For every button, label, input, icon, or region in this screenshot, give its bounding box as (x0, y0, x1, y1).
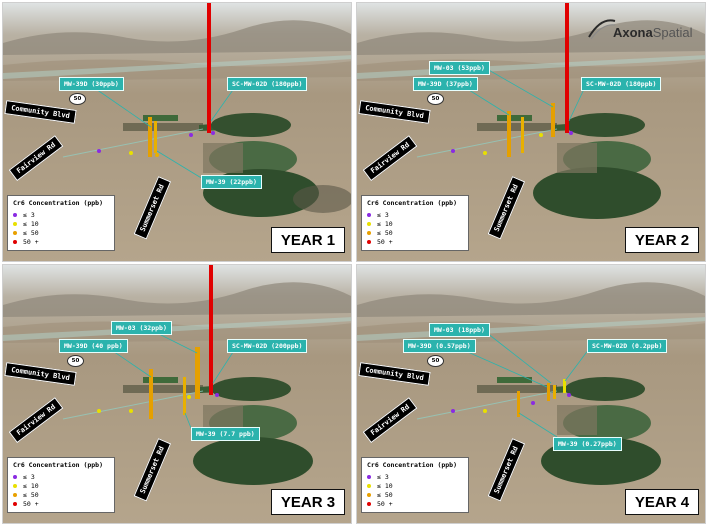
marker-50: 50 (67, 355, 84, 367)
legend: Cr6 Concentration (ppb) ≤ 3 ≤ 10 ≤ 50 50… (361, 195, 469, 251)
legend: Cr6 Concentration (ppb) ≤ 3 ≤ 10 ≤ 50 50… (7, 457, 115, 513)
legend-dot (13, 483, 17, 488)
marker-50: 50 (427, 93, 444, 105)
legend-dot (367, 474, 371, 479)
legend-dot (367, 483, 371, 488)
map-panel-year-3: 50 MW-03 (32ppb) MW-39D (40 ppb) SC-MW-0… (2, 264, 352, 524)
well-label-mw39d: MW-39D (0.57ppb) (403, 339, 476, 353)
legend-item: 50 + (367, 237, 463, 246)
year-label: YEAR 1 (271, 227, 345, 253)
legend-label: ≤ 50 (23, 490, 39, 499)
well-label-mw03: MW-03 (53ppb) (429, 61, 490, 75)
well-label-mw39: MW-39 (22ppb) (201, 175, 262, 189)
map-panel-year-4: 50 MW-03 (18ppb) MW-39D (0.57ppb) SC-MW-… (356, 264, 706, 524)
legend-label: ≤ 50 (377, 490, 393, 499)
well-label-mw39d: MW-39D (40 ppb) (59, 339, 128, 353)
legend-dot (13, 221, 17, 226)
legend-dot (13, 230, 17, 235)
legend-item: ≤ 50 (13, 490, 109, 499)
legend-item: 50 + (13, 237, 109, 246)
legend-item: 50 + (13, 499, 109, 508)
legend-item: ≤ 10 (367, 219, 463, 228)
legend-dot (13, 239, 17, 244)
marker-50: 50 (427, 355, 444, 367)
legend-label: 50 + (377, 499, 393, 508)
marker-50: 50 (69, 93, 86, 105)
legend-label: ≤ 3 (377, 472, 389, 481)
legend-dot (13, 501, 17, 506)
legend-label: ≤ 10 (23, 219, 39, 228)
well-label-mw39: MW-39 (7.7 ppb) (191, 427, 260, 441)
legend-label: 50 + (23, 237, 39, 246)
legend-item: 50 + (367, 499, 463, 508)
well-label-mw39d: MW-39D (37ppb) (413, 77, 478, 91)
legend-label: ≤ 10 (23, 481, 39, 490)
company-logo: AxonaSpatial (587, 11, 695, 51)
legend-label: ≤ 3 (377, 210, 389, 219)
legend-label: ≤ 3 (23, 210, 35, 219)
legend-item: ≤ 50 (367, 490, 463, 499)
swoosh-icon (588, 19, 616, 40)
well-label-scmw02d: SC-MW-02D (180ppb) (581, 77, 662, 91)
legend-label: ≤ 10 (377, 481, 393, 490)
well-label-scmw02d: SC-MW-02D (200ppb) (227, 339, 308, 353)
legend-dot (367, 492, 371, 497)
legend-item: ≤ 10 (367, 481, 463, 490)
legend-dot (367, 239, 371, 244)
legend-dot (367, 230, 371, 235)
well-label-scmw02d: SC-MW-02D (180ppb) (227, 77, 308, 91)
well-label-mw39: MW-39 (0.27ppb) (553, 437, 622, 451)
legend-item: ≤ 3 (13, 210, 109, 219)
legend-item: ≤ 10 (13, 481, 109, 490)
legend-dot (367, 221, 371, 226)
legend-dot (13, 492, 17, 497)
legend: Cr6 Concentration (ppb) ≤ 3 ≤ 10 ≤ 50 50… (361, 457, 469, 513)
legend-dot (367, 212, 371, 217)
legend-label: ≤ 3 (23, 472, 35, 481)
well-label-mw03: MW-03 (32ppb) (111, 321, 172, 335)
year-label: YEAR 3 (271, 489, 345, 515)
year-label: YEAR 4 (625, 489, 699, 515)
legend-item: ≤ 3 (13, 472, 109, 481)
well-label-mw03: MW-03 (18ppb) (429, 323, 490, 337)
legend-title: Cr6 Concentration (ppb) (367, 461, 458, 469)
legend-item: ≤ 50 (13, 228, 109, 237)
map-panel-year-2: AxonaSpatial 50 MW-03 (53ppb) MW-39D (37… (356, 2, 706, 262)
legend-item: ≤ 3 (367, 210, 463, 219)
legend-label: 50 + (377, 237, 393, 246)
legend-item: ≤ 50 (367, 228, 463, 237)
legend-label: ≤ 50 (377, 228, 393, 237)
legend-title: Cr6 Concentration (ppb) (13, 461, 104, 469)
legend-title: Cr6 Concentration (ppb) (13, 199, 104, 207)
logo-text: AxonaSpatial (613, 25, 692, 40)
map-panel-year-1: 50 MW-39D (30ppb) SC-MW-02D (180ppb) MW-… (2, 2, 352, 262)
logo-suffix: Spatial (652, 25, 693, 40)
legend-label: 50 + (23, 499, 39, 508)
year-label: YEAR 2 (625, 227, 699, 253)
legend-title: Cr6 Concentration (ppb) (367, 199, 458, 207)
legend-dot (13, 212, 17, 217)
logo-brand: Axona (613, 25, 653, 40)
well-label-mw39d: MW-39D (30ppb) (59, 77, 124, 91)
legend-label: ≤ 10 (377, 219, 393, 228)
legend-dot (367, 501, 371, 506)
legend: Cr6 Concentration (ppb) ≤ 3 ≤ 10 ≤ 50 50… (7, 195, 115, 251)
legend-item: ≤ 10 (13, 219, 109, 228)
legend-dot (13, 474, 17, 479)
legend-label: ≤ 50 (23, 228, 39, 237)
well-label-scmw02d: SC-MW-02D (0.2ppb) (587, 339, 668, 353)
legend-item: ≤ 3 (367, 472, 463, 481)
